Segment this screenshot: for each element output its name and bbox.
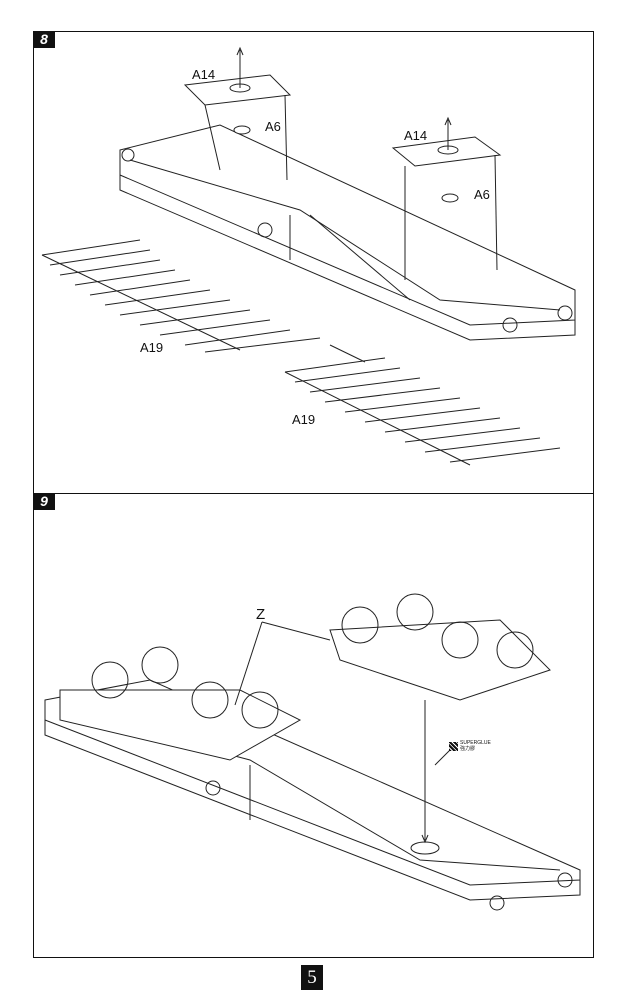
step-number-badge: 8 <box>33 31 55 48</box>
part-label-z: Z <box>256 606 266 623</box>
glue-icon <box>449 741 458 751</box>
part-label-a14: A14 <box>404 128 428 143</box>
part-label-a14: A14 <box>192 67 216 82</box>
flatcar-body-step8 <box>119 124 576 341</box>
step-9-panel: 9 <box>33 493 594 958</box>
bogie-z <box>329 593 551 844</box>
part-label-a6: A6 <box>474 187 490 202</box>
page-number: 5 <box>301 965 323 990</box>
plate-a14-right <box>391 116 502 280</box>
superglue-callout: SUPERGLUE 強力膠 <box>449 740 491 752</box>
glue-brand: SUPERGLUE <box>460 740 491 746</box>
plate-a14-left <box>183 46 292 181</box>
deck-planks-a19-right <box>284 344 561 466</box>
part-label-a19: A19 <box>140 340 164 355</box>
part-label-a6: A6 <box>265 119 281 134</box>
part-label-a19: A19 <box>292 412 316 427</box>
deck-planks-a19-left <box>41 239 321 353</box>
glue-cn: 強力膠 <box>460 746 476 752</box>
bogie-installed <box>59 646 302 761</box>
step-number-badge: 9 <box>33 493 55 510</box>
